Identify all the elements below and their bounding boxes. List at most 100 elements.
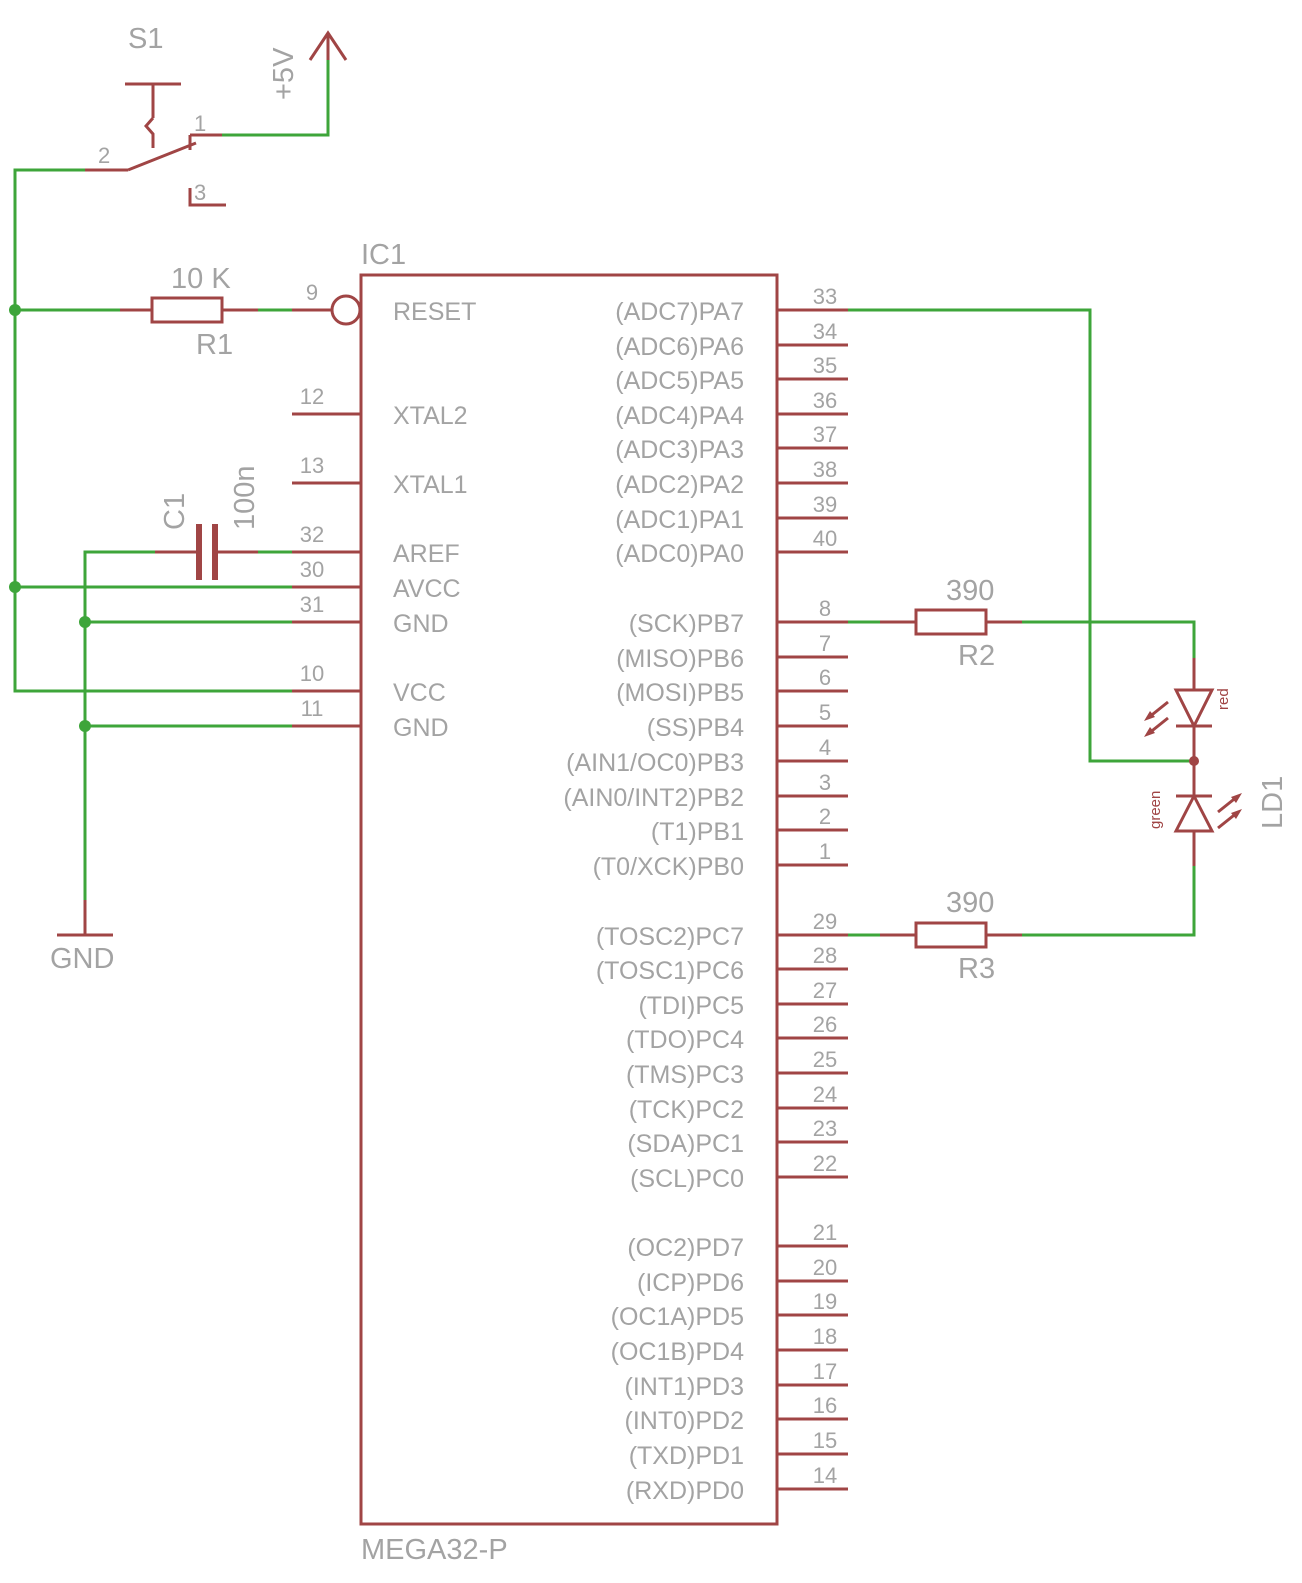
switch-contact-3	[188, 188, 226, 207]
ic-pin-label-14: (RXD)PD0	[626, 1477, 744, 1505]
ic-pin-number-27: 27	[813, 978, 837, 1003]
ic-pin-label-9: RESET	[393, 298, 476, 326]
ic-pin-label-24: (TCK)PC2	[629, 1096, 744, 1124]
ic-pin-label-38: (ADC2)PA2	[615, 471, 744, 499]
ic-pin-label-1: (T0/XCK)PB0	[593, 853, 744, 881]
r2-value: 390	[946, 575, 994, 607]
wire-switch-to-5v	[220, 58, 330, 137]
switch-pin-3: 3	[194, 180, 206, 205]
ic-pin-number-5: 5	[819, 700, 831, 725]
ic-pin-label-15: (TXD)PD1	[629, 1442, 744, 1470]
junction-gnd-11	[79, 720, 91, 732]
ic-pin-number-33: 33	[813, 284, 837, 309]
ic-pin-label-31: GND	[393, 610, 449, 638]
red-led-light-arrows-icon	[1144, 700, 1169, 737]
ic-pin-number-26: 26	[813, 1012, 837, 1037]
r2-name: R2	[958, 640, 995, 672]
ic-pin-number-3: 3	[819, 770, 831, 795]
ic-pin-label-37: (ADC3)PA3	[615, 436, 744, 464]
wire-gnd-rail	[83, 550, 157, 902]
ic-pin-number-25: 25	[813, 1047, 837, 1072]
switch-s1: S1 1 2 3	[85, 23, 226, 207]
ic-pin-number-22: 22	[813, 1151, 837, 1176]
ic-body	[359, 273, 779, 1526]
ic-pin-label-39: (ADC1)PA1	[615, 506, 744, 534]
c1-plate-left	[196, 524, 202, 580]
ic-pin-label-12: XTAL2	[393, 402, 468, 430]
ic-pin-number-19: 19	[813, 1289, 837, 1314]
c1-plate-right	[212, 524, 218, 580]
ic-pin-number-7: 7	[819, 631, 831, 656]
ic-pin-label-25: (TMS)PC3	[626, 1061, 744, 1089]
ic-pin-number-4: 4	[819, 735, 831, 760]
supply-5v: +5V	[268, 30, 348, 100]
ic-pin-number-23: 23	[813, 1116, 837, 1141]
resistor-r3: 390 R3	[880, 887, 1022, 985]
ic-pin-label-13: XTAL1	[393, 471, 468, 499]
ic-pin-number-32: 32	[300, 522, 324, 547]
ic-pin-number-9: 9	[306, 280, 318, 305]
r1-body	[150, 296, 224, 324]
ic-pin-label-19: (OC1A)PD5	[611, 1303, 744, 1331]
ic-pin-label-4: (AIN1/OC0)PB3	[566, 749, 744, 777]
ic-pin-number-40: 40	[813, 526, 837, 551]
ic-pin-label-7: (MISO)PB6	[616, 645, 744, 673]
supply-label: +5V	[268, 47, 300, 100]
ic-pin-number-36: 36	[813, 388, 837, 413]
ic-value: MEGA32-P	[361, 1534, 508, 1566]
r3-body	[914, 921, 988, 949]
ic-pin-label-21: (OC2)PD7	[627, 1234, 744, 1262]
ic-pin-label-29: (TOSC2)PC7	[596, 923, 744, 951]
ic-pin-label-16: (INT0)PD2	[625, 1407, 744, 1435]
junction-gnd-31	[79, 616, 91, 628]
ic-pin-label-20: (ICP)PD6	[637, 1269, 744, 1297]
switch-pin-1: 1	[194, 111, 206, 136]
ic-pin-label-6: (MOSI)PB5	[616, 679, 744, 707]
ic-pin-number-11: 11	[301, 696, 324, 721]
ic-pin-label-10: VCC	[393, 679, 446, 707]
ic-pin-label-17: (INT1)PD3	[625, 1373, 744, 1401]
switch-name: S1	[128, 23, 163, 55]
resistor-r2: 390 R2	[880, 575, 1022, 672]
ld1-green-label: green	[1147, 791, 1164, 829]
ic-pin-number-12: 12	[300, 384, 324, 409]
wire-switch-to-vcc-rail	[13, 168, 294, 693]
ic-pin-label-28: (TOSC1)PC6	[596, 957, 744, 985]
ic-pin-label-11: GND	[393, 714, 449, 742]
ic-pin-number-10: 10	[300, 661, 324, 686]
wire-pa7-to-led	[846, 308, 1196, 763]
ic-pin-number-6: 6	[819, 665, 831, 690]
ic-left-pins: 9RESET12XTAL213XTAL132AREF30AVCC31GND10V…	[292, 280, 476, 742]
ic-pin-label-40: (ADC0)PA0	[615, 540, 744, 568]
ic-pin-number-8: 8	[819, 596, 831, 621]
ic-pin-label-22: (SCL)PC0	[630, 1165, 744, 1193]
red-led-diode-icon	[1173, 688, 1215, 730]
wire-r3-to-led	[1020, 864, 1196, 937]
ic-pin-number-31: 31	[300, 592, 324, 617]
ic-pin-number-24: 24	[813, 1082, 837, 1107]
reset-inversion-bubble-icon	[330, 294, 362, 326]
ic-pin-label-2: (T1)PB1	[651, 818, 744, 846]
r3-name: R3	[958, 953, 995, 985]
ld1-center-junction	[1189, 756, 1199, 766]
ic-pin-label-34: (ADC6)PA6	[615, 333, 744, 361]
ic-pin-number-39: 39	[813, 492, 837, 517]
ic-pin-number-15: 15	[813, 1428, 837, 1453]
ic-pin-label-18: (OC1B)PD4	[611, 1338, 744, 1366]
ic-pin-label-5: (SS)PB4	[647, 714, 744, 742]
switch-pin-2: 2	[98, 143, 110, 168]
ic-pin-number-37: 37	[813, 422, 837, 447]
c1-name: C1	[159, 493, 191, 530]
ic-pin-number-2: 2	[819, 804, 831, 829]
ic-pin-number-17: 17	[813, 1359, 837, 1384]
ic-pin-number-18: 18	[813, 1324, 837, 1349]
ic-pin-number-16: 16	[813, 1393, 837, 1418]
capacitor-c1: C1 100n	[155, 465, 261, 580]
junction-avcc	[9, 581, 21, 593]
ic-pin-number-30: 30	[300, 557, 324, 582]
wire-r2-to-led	[1020, 620, 1196, 660]
c1-value: 100n	[229, 465, 261, 530]
ic-mega32: IC1 MEGA32-P 9RESET12XTAL213XTAL132AREF3…	[292, 239, 848, 1566]
ic-pin-label-33: (ADC7)PA7	[615, 298, 744, 326]
ground-symbol: GND	[50, 900, 114, 975]
